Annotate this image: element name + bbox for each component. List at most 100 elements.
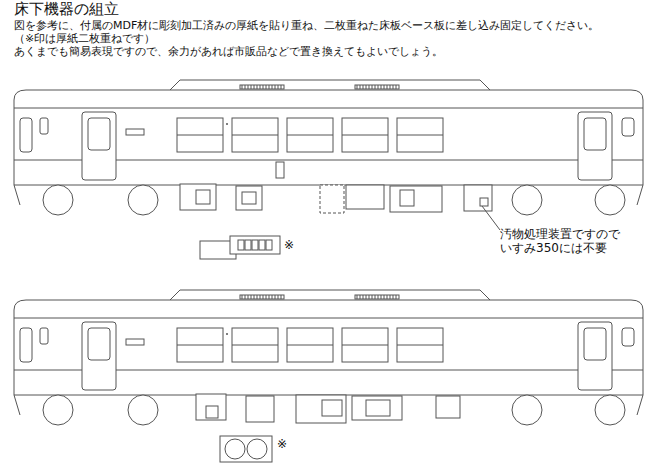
mark [226, 333, 228, 335]
roof-raised [170, 80, 490, 90]
part-cell [259, 240, 265, 250]
side-window [177, 328, 223, 362]
vent-slat [363, 85, 364, 89]
roof-vent [240, 295, 284, 299]
vent-slat [396, 85, 397, 89]
vent-slat [375, 295, 376, 299]
vent-slat [278, 295, 279, 299]
door [82, 322, 116, 390]
part-plate [230, 236, 280, 254]
vent-slat [357, 85, 358, 89]
underfloor-equipment [242, 192, 256, 204]
underfloor-equipment [352, 396, 402, 420]
vent-slat [275, 295, 276, 299]
vent-slat [384, 85, 385, 89]
window-divider [232, 345, 278, 346]
side-window [287, 118, 333, 152]
vent-slat [254, 85, 255, 89]
vent-slat [360, 85, 361, 89]
door-window [88, 328, 110, 360]
vent-slat [390, 85, 391, 89]
double-layer-mark: ※ [277, 437, 287, 451]
wheel [43, 185, 73, 215]
end-window [622, 118, 634, 136]
vent-slat [257, 85, 258, 89]
vent-slat [390, 295, 391, 299]
vent-slat [242, 295, 243, 299]
small-box [276, 162, 284, 178]
vent-slat [251, 85, 252, 89]
railcar-side-view [14, 290, 643, 425]
part-detail [220, 436, 272, 462]
end-window [622, 328, 634, 346]
part-plate [220, 436, 272, 462]
part-cell [238, 240, 244, 250]
side-window [287, 328, 333, 362]
part-circle [225, 439, 245, 459]
vent-slat [381, 295, 382, 299]
vent-slat [272, 85, 273, 89]
vent-slat [263, 85, 264, 89]
part-detail [200, 236, 280, 259]
vent-slat [375, 85, 376, 89]
vent-slat [275, 85, 276, 89]
side-window [397, 118, 443, 152]
vent-slat [384, 295, 385, 299]
railcar-side-view [14, 80, 643, 215]
vent-slat [269, 295, 270, 299]
vent-slat [372, 85, 373, 89]
vent-slat [381, 85, 382, 89]
side-window [342, 118, 388, 152]
title: 床下機器の組立 [14, 0, 119, 18]
underfloor-equipment [320, 185, 344, 213]
underfloor-equipment [346, 185, 384, 209]
window-divider [287, 345, 333, 346]
underfloor-equipment [436, 396, 460, 418]
instruction-text: あくまでも簡易表現ですので、余力があれば市販品などで置き換えてもよいでしょう。 [14, 45, 443, 58]
door-window [88, 118, 110, 150]
door [82, 112, 116, 180]
vent-slat [396, 295, 397, 299]
vent-slat [360, 295, 361, 299]
window-divider [177, 345, 223, 346]
roof-vent [355, 295, 399, 299]
vent-slat [366, 85, 367, 89]
wheel [43, 395, 73, 425]
vent-slat [369, 85, 370, 89]
instruction-text: 図を参考に、付属のMDF材に彫刻加工済みの厚紙を貼り重ね、二枚重ねた床板ベース板… [14, 19, 599, 32]
tail-light [40, 328, 48, 344]
vent-slat [378, 295, 379, 299]
vent-slat [357, 295, 358, 299]
vent-slat [387, 85, 388, 89]
door [578, 112, 612, 180]
wheel [595, 395, 625, 425]
vent-slat [248, 295, 249, 299]
car-body [14, 90, 643, 185]
underfloor-equipment [246, 396, 274, 422]
underfloor-equipment [400, 190, 414, 206]
vent-slat [369, 295, 370, 299]
vent-slat [378, 85, 379, 89]
vent-slat [393, 295, 394, 299]
end-window [20, 118, 32, 152]
side-marker [126, 339, 144, 345]
underfloor-equipment [196, 394, 226, 420]
vent-slat [281, 295, 282, 299]
vent-slat [260, 85, 261, 89]
mark [226, 123, 228, 125]
underfloor-equipment [366, 400, 390, 416]
roof-edge-line [14, 108, 643, 109]
vent-slat [248, 85, 249, 89]
side-window [342, 328, 388, 362]
wheel [512, 185, 542, 215]
part-cell [252, 240, 258, 250]
vent-slat [266, 295, 267, 299]
window-divider [397, 135, 443, 136]
wheel [595, 185, 625, 215]
vent-slat [251, 295, 252, 299]
underfloor-equipment [206, 406, 218, 418]
side-window [177, 118, 223, 152]
vent-slat [393, 85, 394, 89]
underfloor-equipment [236, 186, 262, 210]
window-divider [177, 135, 223, 136]
